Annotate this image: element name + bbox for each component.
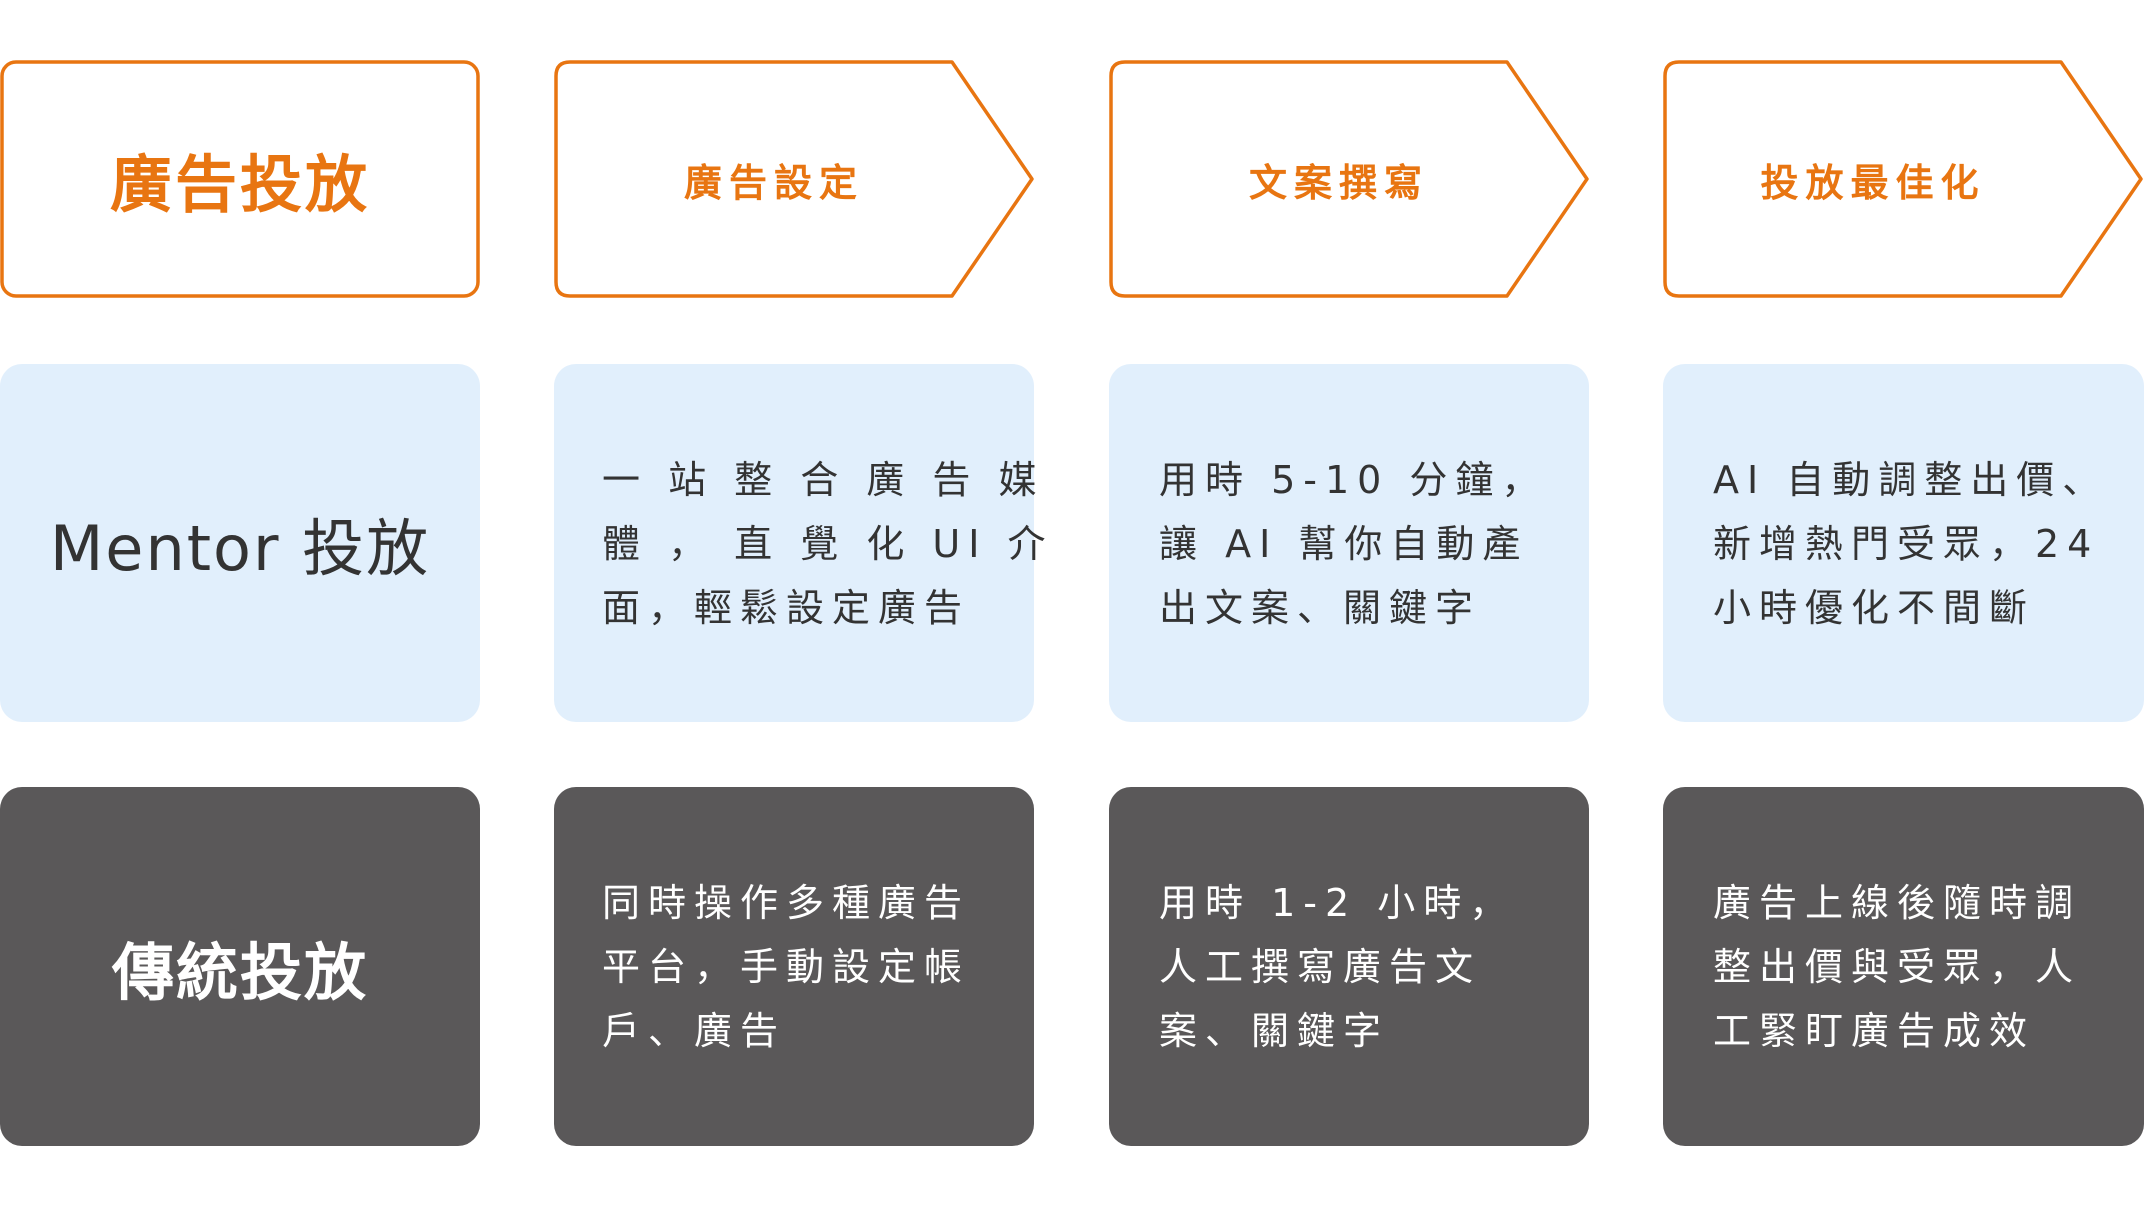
desc-line: 用時 1-2 小時，: [1159, 881, 1516, 925]
step-label: 廣告設定: [683, 160, 864, 205]
step-arrow-shape: [1663, 60, 2143, 298]
desc-line: 人工撰寫廣告文: [1159, 945, 1482, 989]
header-main-label: 廣告投放: [109, 148, 370, 221]
cell-description: 同時操作多種廣告 平台，手動設定帳 戶、廣告: [602, 871, 994, 1063]
desc-line: 同時操作多種廣告: [602, 881, 971, 925]
step-ad-settings: 廣告設定: [554, 60, 1034, 298]
mentor-cell-ad-settings: 一 站 整 合 廣 告 媒 體 ， 直 覺 化 UI 介 面，輕鬆設定廣告: [554, 364, 1054, 722]
desc-line: 小時優化不間斷: [1713, 586, 2036, 630]
desc-line: 平台，手動設定帳: [602, 945, 971, 989]
cell-description: 一 站 整 合 廣 告 媒 體 ， 直 覺 化 UI 介 面，輕鬆設定廣告: [602, 448, 1054, 640]
desc-line: 案、關鍵字: [1159, 1009, 1390, 1053]
cell-description: 廣告上線後隨時調 整出價與受眾，人 工緊盯廣告成效: [1713, 871, 2104, 1063]
desc-line: 工緊盯廣告成效: [1713, 1009, 2036, 1053]
mentor-row-label-box: Mentor 投放: [0, 364, 480, 722]
header-main-outline: [0, 60, 480, 298]
step-copywriting: 文案撰寫: [1109, 60, 1589, 298]
desc-line: 體 ， 直 覺 化 UI 介: [602, 522, 1054, 566]
traditional-cell-copywriting: 用時 1-2 小時， 人工撰寫廣告文 案、關鍵字: [1109, 787, 1589, 1146]
desc-line: AI 自動調整出價、: [1713, 458, 2109, 502]
desc-line: 廣告上線後隨時調: [1713, 881, 2082, 925]
traditional-row-label: 傳統投放: [111, 935, 368, 1009]
desc-line: 面，輕鬆設定廣告: [602, 586, 971, 630]
desc-line: 整出價與受眾，人: [1713, 945, 2082, 989]
mentor-cell-optimization: AI 自動調整出價、 新增熱門受眾，24 小時優化不間斷: [1663, 364, 2144, 722]
step-arrow-shape: [1109, 60, 1589, 298]
desc-line: 戶、廣告: [602, 1009, 787, 1053]
traditional-cell-optimization: 廣告上線後隨時調 整出價與受眾，人 工緊盯廣告成效: [1663, 787, 2144, 1146]
cell-description: AI 自動調整出價、 新增熱門受眾，24 小時優化不間斷: [1713, 448, 2104, 640]
desc-line: 新增熱門受眾，24: [1713, 522, 2100, 566]
desc-line: 讓 AI 幫你自動產: [1159, 522, 1529, 566]
step-label: 文案撰寫: [1248, 160, 1429, 205]
traditional-cell-ad-settings: 同時操作多種廣告 平台，手動設定帳 戶、廣告: [554, 787, 1034, 1146]
step-label: 投放最佳化: [1760, 160, 1986, 205]
traditional-row-label-box: 傳統投放: [0, 787, 480, 1146]
desc-line: 一 站 整 合 廣 告 媒: [602, 458, 1045, 502]
cell-description: 用時 5-10 分鐘， 讓 AI 幫你自動產 出文案、關鍵字: [1159, 448, 1549, 640]
header-main-box: 廣告投放: [0, 60, 480, 298]
desc-line: 用時 5-10 分鐘，: [1159, 458, 1548, 502]
desc-line: 出文案、關鍵字: [1159, 586, 1482, 630]
step-arrow-shape: [554, 60, 1034, 298]
mentor-row-label: Mentor 投放: [49, 512, 431, 585]
cell-description: 用時 1-2 小時， 人工撰寫廣告文 案、關鍵字: [1159, 871, 1549, 1063]
step-optimization: 投放最佳化: [1663, 60, 2143, 298]
mentor-cell-copywriting: 用時 5-10 分鐘， 讓 AI 幫你自動產 出文案、關鍵字: [1109, 364, 1589, 722]
